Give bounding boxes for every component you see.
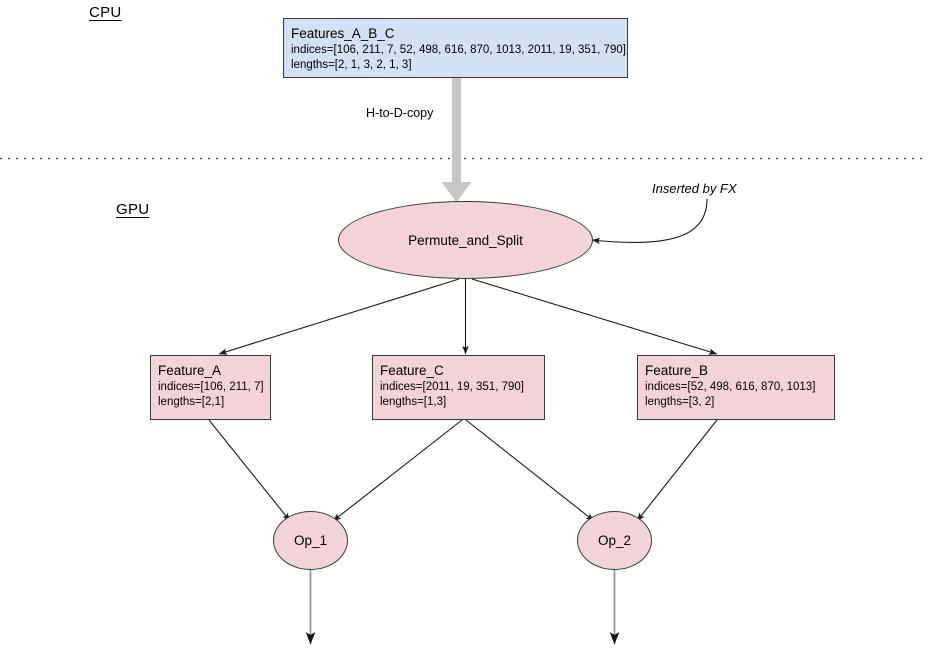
node-op-2[interactable]: Op_2 — [577, 511, 652, 570]
node-feature-b[interactable]: Feature_B indices=[52, 498, 616, 870, 10… — [637, 355, 835, 420]
node-feature-b-title: Feature_B — [645, 363, 709, 378]
node-op-2-title: Op_2 — [597, 533, 632, 548]
node-feature-a[interactable]: Feature_A indices=[106, 211, 7] lengths=… — [150, 355, 271, 420]
edge-label-inserted-by-fx: Inserted by FX — [652, 181, 737, 196]
node-feature-b-lengths: lengths=[3, 2] — [645, 395, 715, 408]
node-features-abc-indices: indices=[106, 211, 7, 52, 498, 616, 870,… — [291, 44, 626, 57]
node-feature-c-lengths: lengths=[1,3] — [380, 395, 447, 408]
zone-label-cpu: CPU — [89, 4, 122, 21]
node-feature-c-indices: indices=[2011, 19, 351, 790] — [380, 381, 524, 394]
node-features-abc[interactable]: Features_A_B_C indices=[106, 211, 7, 52,… — [283, 18, 628, 78]
node-feature-c[interactable]: Feature_C indices=[2011, 19, 351, 790] l… — [372, 355, 545, 420]
node-features-abc-title: Features_A_B_C — [291, 26, 395, 41]
edge-feature-b-to-op2 — [636, 419, 718, 522]
edge-feature-c-to-op1 — [332, 419, 463, 522]
node-feature-b-indices: indices=[52, 498, 616, 870, 1013] — [645, 381, 816, 394]
edge-split-to-feature-b — [471, 278, 718, 355]
node-op-1-title: Op_1 — [293, 533, 328, 548]
node-feature-a-lengths: lengths=[2,1] — [158, 395, 225, 408]
node-op-1[interactable]: Op_1 — [273, 511, 348, 570]
edge-feature-a-to-op1 — [208, 419, 291, 522]
h-to-d-copy-arrow — [441, 78, 472, 203]
node-feature-a-indices: indices=[106, 211, 7] — [158, 381, 264, 394]
edge-inserted-by-fx — [591, 198, 708, 245]
node-permute-and-split-title: Permute_and_Split — [408, 232, 523, 248]
node-permute-and-split[interactable]: Permute_and_Split — [338, 201, 593, 279]
node-feature-a-title: Feature_A — [158, 363, 222, 378]
node-feature-c-title: Feature_C — [380, 363, 444, 378]
node-features-abc-lengths: lengths=[2, 1, 3, 2, 1, 3] — [291, 58, 412, 71]
edge-split-to-feature-a — [218, 278, 460, 355]
zone-label-gpu: GPU — [116, 201, 150, 218]
edge-label-h-to-d-copy: H-to-D-copy — [366, 106, 434, 120]
edge-feature-c-to-op2 — [465, 419, 595, 522]
